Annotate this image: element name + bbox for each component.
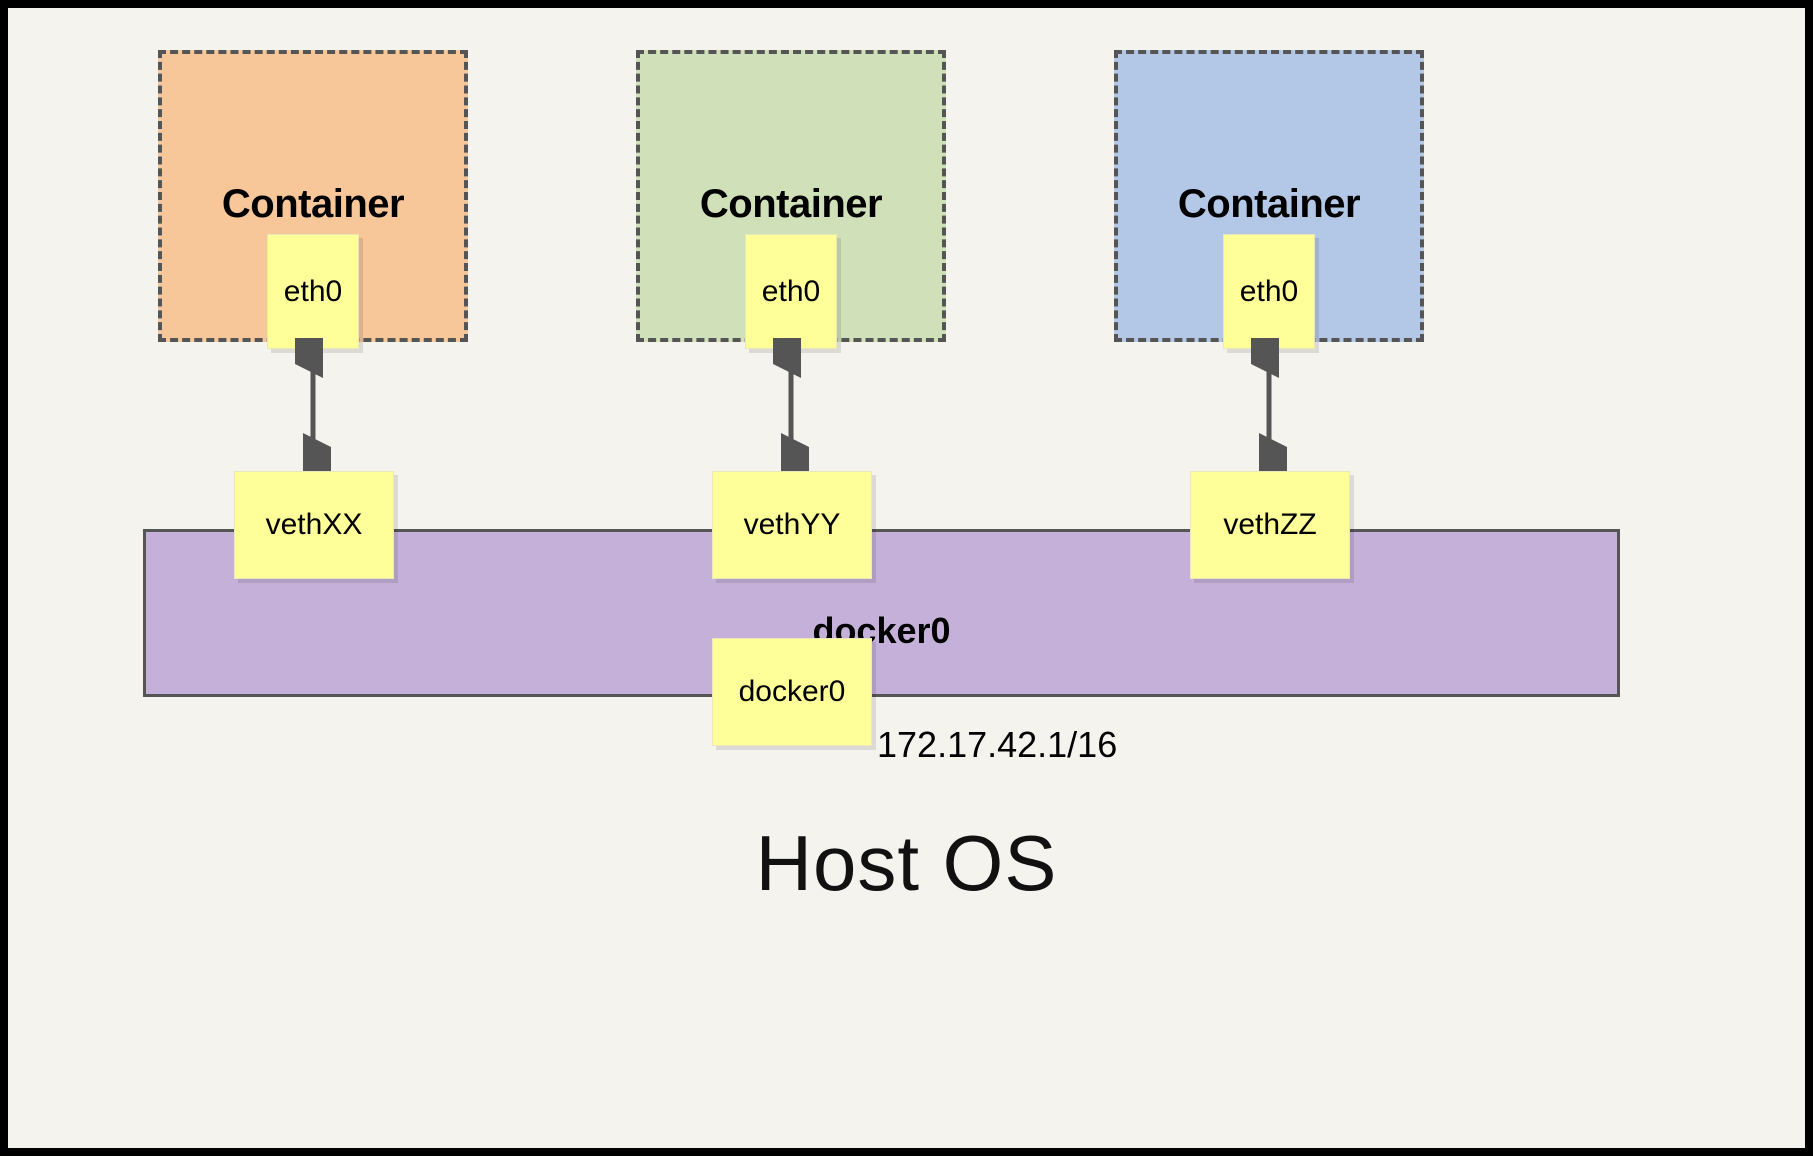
link-arrow-1 [295, 338, 331, 473]
veth-label-3: vethZZ [1223, 508, 1317, 541]
eth0-note-1[interactable]: eth0 [267, 234, 359, 349]
eth0-label-2: eth0 [761, 274, 821, 308]
eth0-note-2[interactable]: eth0 [745, 234, 837, 349]
veth-label-1: vethXX [265, 508, 363, 541]
eth0-note-3[interactable]: eth0 [1223, 234, 1315, 349]
veth-note-3[interactable]: vethZZ [1190, 471, 1350, 579]
diagram-stage: Container eth0 Container eth0 Container … [8, 8, 1805, 1148]
docker0-bridge-label: docker0 [812, 610, 951, 651]
veth-label-2: vethYY [743, 508, 841, 541]
docker0-ip-label: 172.17.42.1/16 [877, 724, 1118, 765]
container-title-2: Container [699, 182, 883, 226]
veth-note-1[interactable]: vethXX [234, 471, 394, 579]
docker0-port-note[interactable]: docker0 [712, 638, 872, 746]
veth-note-2[interactable]: vethYY [712, 471, 872, 579]
host-os-title: Host OS [755, 819, 1058, 907]
docker0-port-label: docker0 [738, 675, 846, 708]
container-title-3: Container [1177, 182, 1361, 226]
container-title-1: Container [221, 182, 405, 226]
eth0-label-1: eth0 [283, 274, 343, 308]
link-arrow-3 [1251, 338, 1287, 473]
eth0-label-3: eth0 [1239, 274, 1299, 308]
link-arrow-2 [773, 338, 809, 473]
